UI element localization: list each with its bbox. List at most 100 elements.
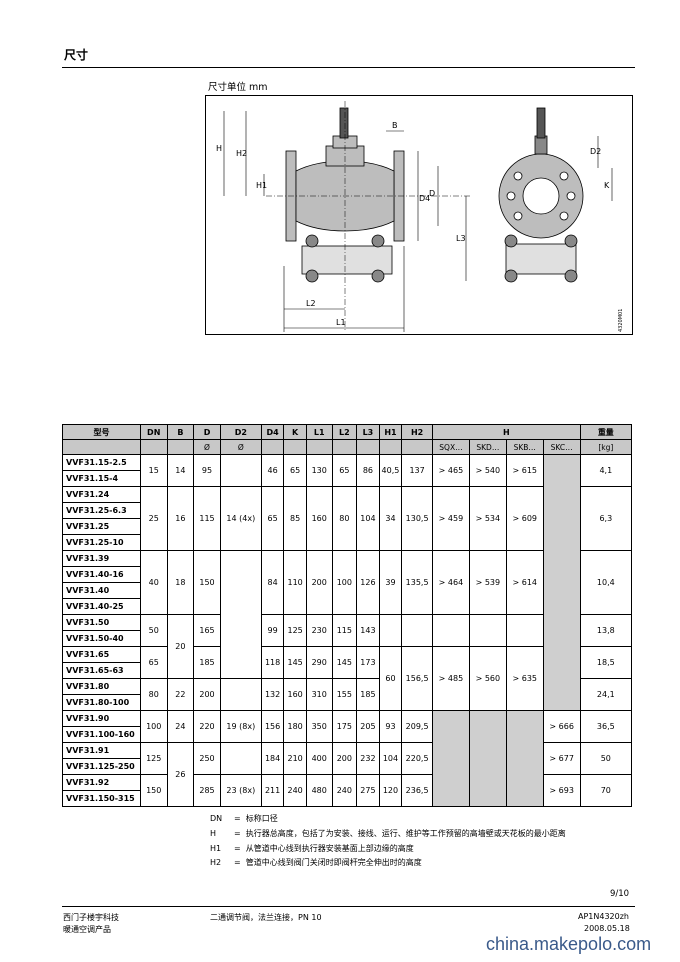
header-cell: 重量 — [579, 424, 633, 440]
header-cell: D2 — [219, 424, 262, 440]
model-cell: VVF31.125-250 — [62, 758, 141, 775]
model-cell: VVF31.92 — [62, 774, 141, 791]
data-cell: 240 — [331, 774, 358, 807]
valve-dimension-drawing: H H2 H1 B D D4 L3 L2 L1 D2 K 4320M01 — [205, 95, 633, 335]
data-cell: 184 — [260, 742, 285, 775]
valve-drawing-svg: H H2 H1 B D D4 L3 L2 L1 D2 K 4320M01 — [216, 101, 624, 332]
data-cell: 220 — [193, 710, 221, 743]
data-cell: 40 — [139, 550, 168, 615]
data-cell: 232 — [356, 742, 380, 775]
data-cell: 24 — [166, 710, 195, 743]
subheader-cell — [283, 439, 307, 455]
data-cell: > 540 — [468, 454, 507, 487]
data-cell: 85 — [283, 486, 307, 551]
data-cell: 310 — [305, 678, 333, 711]
data-cell: 50 — [579, 742, 633, 775]
data-cell: 25 — [139, 486, 168, 551]
data-cell — [378, 614, 403, 647]
data-cell: 65 — [331, 454, 358, 487]
data-cell: 39 — [378, 550, 403, 615]
data-cell — [468, 710, 507, 807]
data-cell: 145 — [283, 646, 307, 679]
stem — [339, 107, 349, 139]
header-cell: H — [431, 424, 581, 440]
data-cell: > 614 — [505, 550, 544, 615]
subheader-cell — [378, 439, 403, 455]
units-label: 尺寸单位 mm — [208, 82, 268, 93]
dim-K: K — [604, 181, 610, 190]
model-cell: VVF31.150-315 — [62, 790, 141, 807]
data-cell: 150 — [193, 550, 221, 615]
header-cell: H2 — [401, 424, 433, 440]
base-frame — [301, 245, 393, 275]
subheader-cell — [305, 439, 333, 455]
subheader-cell: Ø — [193, 439, 221, 455]
header-cell: L1 — [305, 424, 333, 440]
data-cell: 125 — [139, 742, 168, 775]
data-cell: > 693 — [542, 774, 581, 807]
data-cell: 173 — [356, 646, 380, 679]
data-cell: 65 — [260, 486, 285, 551]
model-cell: VVF31.91 — [62, 742, 141, 759]
section-title: 尺寸 — [64, 48, 89, 62]
data-cell: 205 — [356, 710, 380, 743]
data-cell: 36,5 — [579, 710, 633, 743]
data-cell: 14 — [166, 454, 195, 487]
data-cell: 125 — [283, 614, 307, 647]
data-cell: 145 — [331, 646, 358, 679]
data-cell: 104 — [378, 742, 403, 775]
data-cell: 18,5 — [579, 646, 633, 679]
subheader-cell: SKB… — [505, 439, 544, 455]
data-cell: 175 — [331, 710, 358, 743]
subheader-cell — [401, 439, 433, 455]
data-cell: 26 — [166, 742, 195, 807]
data-cell: 50 — [139, 614, 168, 647]
data-cell — [505, 614, 544, 647]
data-cell: 24,1 — [579, 678, 633, 711]
data-cell: 99 — [260, 614, 285, 647]
data-cell: 115 — [193, 486, 221, 551]
dim-L2: L2 — [306, 299, 316, 308]
subheader-cell — [260, 439, 285, 455]
data-cell: > 609 — [505, 486, 544, 551]
subheader-cell: SKC… — [542, 439, 581, 455]
data-cell: 23 (8x) — [219, 774, 262, 807]
data-cell: 160 — [283, 678, 307, 711]
data-cell: 115 — [331, 614, 358, 647]
front-bore — [522, 177, 560, 215]
model-cell: VVF31.80 — [62, 678, 141, 695]
data-cell — [219, 454, 262, 487]
model-cell: VVF31.65 — [62, 646, 141, 663]
data-cell: 180 — [283, 710, 307, 743]
data-cell: > 560 — [468, 646, 507, 711]
data-cell — [505, 710, 544, 807]
data-cell — [431, 710, 470, 807]
data-cell — [219, 678, 262, 711]
subheader-cell — [331, 439, 358, 455]
data-cell: > 465 — [431, 454, 470, 487]
model-cell: VVF31.40-25 — [62, 598, 141, 615]
data-cell: 100 — [331, 550, 358, 615]
data-cell: 185 — [356, 678, 380, 711]
data-cell: 16 — [166, 486, 195, 551]
model-cell: VVF31.50 — [62, 614, 141, 631]
model-cell: VVF31.15-4 — [62, 470, 141, 487]
dim-L3: L3 — [456, 234, 466, 243]
subheader-cell: SKD… — [468, 439, 507, 455]
header-cell: 型号 — [62, 424, 141, 440]
dim-B: B — [392, 121, 398, 130]
data-cell: 46 — [260, 454, 285, 487]
model-cell: VVF31.25 — [62, 518, 141, 535]
data-cell: 20 — [166, 614, 195, 679]
table-row: VVF31.80-100 — [62, 694, 632, 711]
data-cell: 400 — [305, 742, 333, 775]
header-cell: L3 — [356, 424, 380, 440]
footer-doc-id: AP1N4320zh — [578, 912, 629, 921]
subheader-cell: SQX… — [431, 439, 470, 455]
data-cell: 480 — [305, 774, 333, 807]
